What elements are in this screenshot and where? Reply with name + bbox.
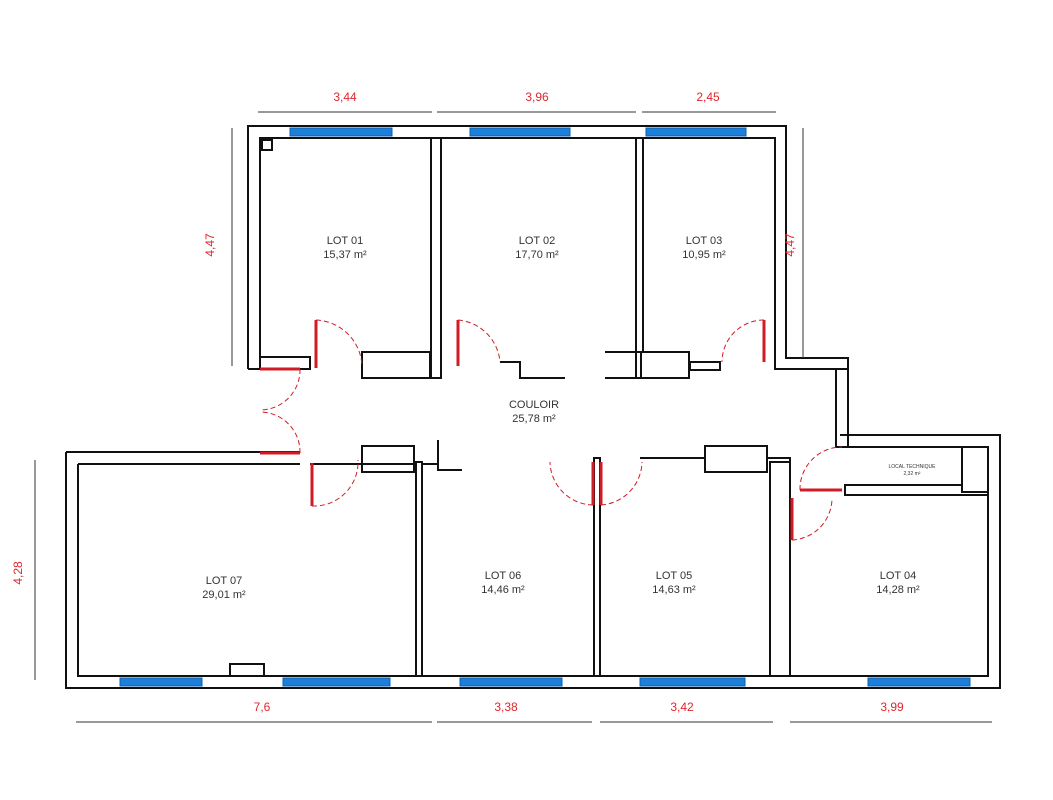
room-name-lot04: LOT 04 [880,570,917,582]
room-name-lot05: LOT 05 [656,570,693,582]
room-labels: LOT 01 15,37 m² LOT 02 17,70 m² LOT 03 1… [202,235,936,601]
dim-top-1: 3,44 [333,90,357,104]
technical-equipment-icon [961,446,989,493]
room-name-local-technique: LOCAL TECHNIQUE [889,464,937,470]
room-area-lot07: 29,01 m² [202,589,246,601]
room-area-lot05: 14,63 m² [652,584,696,596]
dim-bottom-3: 3,42 [670,700,694,714]
room-area-lot03: 10,95 m² [682,249,726,261]
room-name-lot06: LOT 06 [485,570,522,582]
room-area-couloir: 25,78 m² [512,413,556,425]
wall-lot07-lot06 [415,461,423,677]
room-area-lot06: 14,46 m² [481,584,525,596]
room-name-couloir: COULOIR [509,399,559,411]
room-name-lot02: LOT 02 [519,235,556,247]
room-name-lot03: LOT 03 [686,235,723,247]
windows [119,127,971,687]
dim-bottom-2: 3,38 [494,700,518,714]
lower-walls [65,434,1001,689]
room-area-local-technique: 2,32 m² [904,471,921,477]
dimensions: 3,44 3,96 2,45 4,47 4,47 4,28 7,6 3,38 3… [11,90,992,723]
duct [361,351,431,379]
radiator-icon [229,663,265,677]
upper-walls [247,125,849,448]
doors [259,319,843,541]
wall-lot02-lot03 [635,137,644,379]
dim-top-3: 2,45 [696,90,720,104]
room-name-lot07: LOT 07 [206,575,243,587]
wall-lot05-lot04 [769,461,791,677]
dim-left-lower: 4,28 [11,561,25,585]
dim-top-2: 3,96 [525,90,549,104]
wall-lot01-lot02 [430,137,442,379]
dim-bottom-4: 3,99 [880,700,904,714]
dim-right-upper: 4,47 [783,233,797,257]
wall-lot06-lot05 [593,457,601,677]
room-area-lot02: 17,70 m² [515,249,559,261]
room-name-lot01: LOT 01 [327,235,364,247]
room-area-lot01: 15,37 m² [323,249,367,261]
shaft-icon [261,139,273,151]
room-area-lot04: 14,28 m² [876,584,920,596]
dim-left-upper: 4,47 [203,233,217,257]
dim-bottom-1: 7,6 [254,700,271,714]
